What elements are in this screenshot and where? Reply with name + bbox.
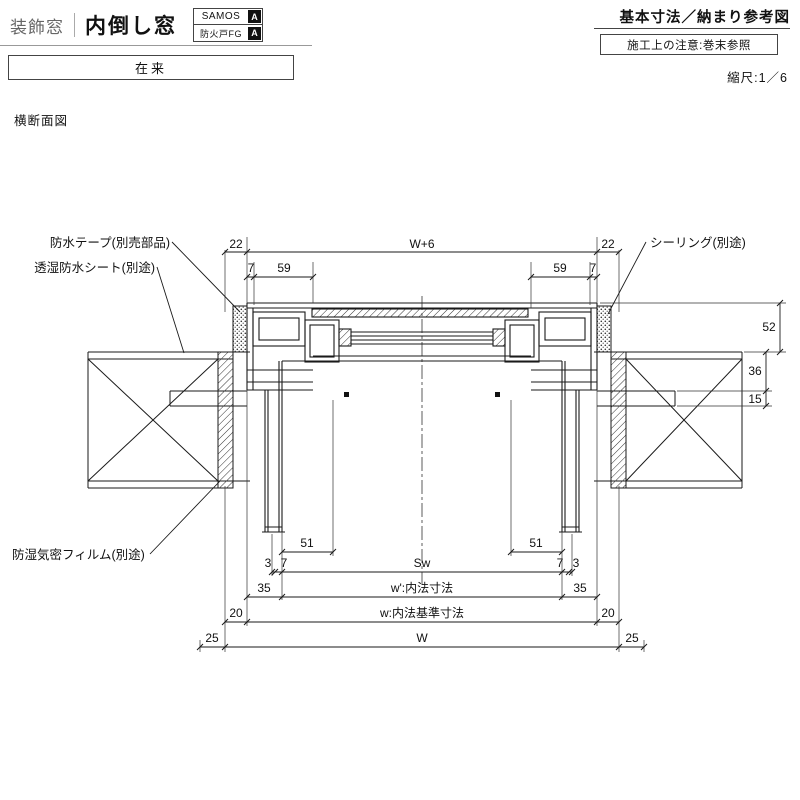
dim-inner-width: w':内法寸法 [390, 581, 453, 595]
dim-35-left: 35 [257, 581, 271, 595]
waterproof-tape-left [232, 305, 248, 353]
dim-left-59: 59 [277, 261, 291, 275]
window-frame [246, 302, 598, 533]
glass-spacer-right [492, 328, 506, 347]
extension-lines [199, 237, 786, 652]
header-left: 装飾窓 内倒し窓 SAMOS A 防火戸FG A [10, 8, 263, 42]
badge-samos: SAMOS A [193, 8, 263, 25]
dimension-ticks [196, 248, 784, 651]
dim-right-7: 7 [590, 261, 597, 275]
dim-25-right: 25 [625, 631, 639, 645]
badge-fireproof: 防火戸FG A [193, 25, 263, 42]
section-view-label: 横断面図 [14, 114, 69, 128]
construction-note-box: 施工上の注意:巻末参照 [600, 34, 778, 55]
header-divider [74, 13, 75, 37]
dim-depth-36: 36 [748, 364, 762, 378]
badge-fireproof-label: 防火戸FG [200, 28, 242, 39]
dim-3-right: 3 [573, 556, 580, 570]
wall-hatch-right [610, 351, 627, 489]
glass-spacer-left [338, 328, 352, 347]
dim-overall-w: W [416, 631, 428, 645]
dim-standard-width: w:内法基準寸法 [379, 605, 464, 620]
callout-leader-lines [149, 241, 647, 555]
construction-type-box: 在来 [8, 55, 294, 80]
dim-7-sash-right: 7 [557, 556, 564, 570]
window-category: 装飾窓 [10, 17, 64, 37]
callout-waterproof-tape: 防水テープ(別売部品) [50, 235, 170, 250]
dim-51-left: 51 [300, 536, 314, 550]
construction-type-label: 在来 [134, 61, 167, 76]
dim-top-left-22: 22 [229, 237, 243, 251]
badge-samos-label: SAMOS [201, 11, 241, 22]
dim-20-left: 20 [229, 606, 243, 620]
dim-top-overall: W+6 [409, 237, 434, 251]
dim-sash-width: Sw [414, 556, 431, 570]
wall-structure [87, 305, 743, 489]
badge-samos-mark-icon: A [248, 10, 261, 23]
anchor-left [344, 392, 349, 397]
wall-hatch-left [217, 351, 234, 489]
dim-51-right: 51 [529, 536, 543, 550]
dim-depth-15: 15 [748, 392, 762, 406]
reference-title-rule [594, 28, 790, 29]
product-name: 内倒し窓 [85, 15, 177, 38]
callout-moisture-film: 防湿気密フィルム(別途) [12, 547, 145, 562]
reference-title: 基本寸法／納まり参考図 [619, 10, 790, 26]
scale-label: 縮尺:1／6 [727, 71, 788, 85]
anchor-right [495, 392, 500, 397]
product-badges: SAMOS A 防火戸FG A [193, 8, 263, 42]
dim-20-right: 20 [601, 606, 615, 620]
dimension-lines [200, 251, 781, 648]
callout-breathable-sheet: 透湿防水シート(別途) [34, 260, 155, 275]
dim-35-right: 35 [573, 581, 587, 595]
dim-right-59: 59 [553, 261, 567, 275]
dim-left-7: 7 [248, 261, 255, 275]
callout-labels: 防水テープ(別売部品) 透湿防水シート(別途) シーリング(別途) 防湿気密フィ… [12, 235, 746, 562]
construction-note: 施工上の注意:巻末参照 [627, 39, 751, 52]
dim-7-sash-left: 7 [281, 556, 288, 570]
callout-sealing: シーリング(別途) [650, 235, 746, 250]
dim-25-left: 25 [205, 631, 219, 645]
dim-top-right-22: 22 [601, 237, 615, 251]
dimension-labels: 22 W+6 22 7 59 59 7 52 36 15 51 51 3 7 S… [205, 237, 776, 645]
dim-depth-52: 52 [762, 320, 776, 334]
dim-3-left: 3 [265, 556, 272, 570]
badge-fireproof-mark-icon: A [248, 26, 261, 40]
frame-serration-band [311, 308, 529, 318]
header-rule [0, 45, 312, 46]
